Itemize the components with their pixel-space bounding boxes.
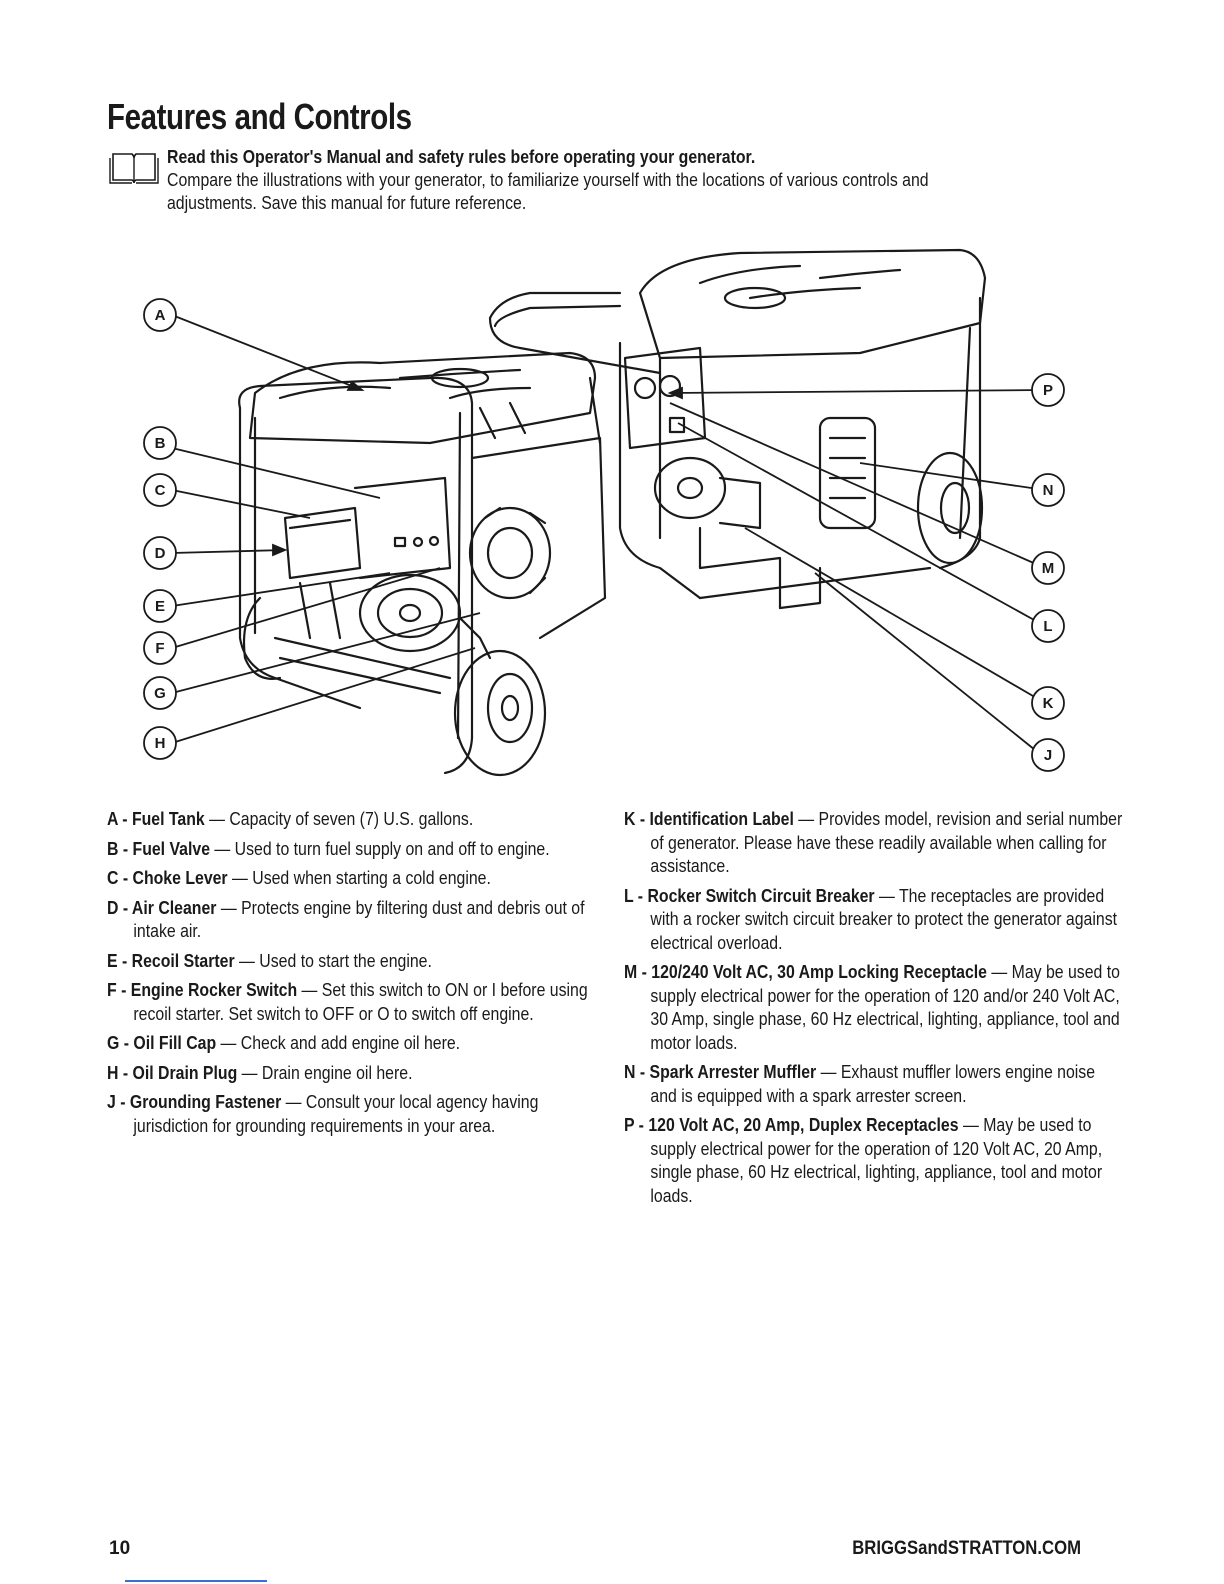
website-footer: BRIGGSandSTRATTON.COM — [852, 1538, 1081, 1559]
list-item: F - Engine Rocker Switch — Set this swit… — [107, 980, 588, 1024]
callout-l: L — [1043, 618, 1052, 635]
callout-h: H — [155, 735, 166, 752]
list-item: H - Oil Drain Plug — Drain engine oil he… — [107, 1062, 413, 1083]
callout-j: J — [1044, 747, 1052, 764]
list-item: G - Oil Fill Cap — Check and add engine … — [107, 1033, 461, 1053]
list-item: B - Fuel Valve — Used to turn fuel suppl… — [107, 838, 550, 859]
list-item: J - Grounding Fastener — Consult your lo… — [107, 1092, 539, 1136]
parts-list-right: K - Identification Label — Provides mode… — [624, 808, 1122, 1214]
list-item: A - Fuel Tank — Capacity of seven (7) U.… — [107, 809, 474, 829]
generator-illustration: A B C D E F G H P N M L K J — [143, 248, 1065, 777]
list-item: K - Identification Label — Provides mode… — [624, 809, 1123, 876]
callout-e: E — [155, 598, 165, 615]
list-item: P - 120 Volt AC, 20 Amp, Duplex Receptac… — [624, 1115, 1103, 1206]
callout-a: A — [155, 307, 166, 324]
parts-list-left: A - Fuel Tank — Capacity of seven (7) U.… — [107, 808, 588, 1144]
callout-f: F — [155, 640, 164, 657]
intro-warning: Read this Operator's Manual and safety r… — [167, 147, 756, 167]
callout-p: P — [1043, 382, 1053, 399]
callout-d: D — [155, 545, 166, 562]
callout-m: M — [1042, 560, 1055, 577]
callout-b: B — [155, 435, 166, 452]
manual-book-icon — [109, 153, 159, 184]
footer-rule — [125, 1580, 267, 1582]
list-item: E - Recoil Starter — Used to start the e… — [107, 950, 432, 971]
list-item: D - Air Cleaner — Protects engine by fil… — [107, 897, 585, 942]
callout-n: N — [1043, 482, 1054, 499]
callout-c: C — [155, 482, 166, 499]
list-item: N - Spark Arrester Muffler — Exhaust muf… — [624, 1062, 1096, 1106]
page-number: 10 — [109, 1538, 131, 1559]
intro-text: Read this Operator's Manual and safety r… — [167, 146, 1127, 215]
callout-k: K — [1043, 695, 1054, 712]
list-item: M - 120/240 Volt AC, 30 Amp Locking Rece… — [624, 962, 1120, 1053]
list-item: C - Choke Lever — Used when starting a c… — [107, 868, 491, 888]
intro-line-1: Compare the illustrations with your gene… — [167, 170, 929, 190]
list-item: L - Rocker Switch Circuit Breaker — The … — [624, 885, 1118, 953]
page-title: Features and Controls — [107, 96, 412, 137]
intro-line-2: adjustments. Save this manual for future… — [167, 193, 527, 213]
callout-g: G — [154, 685, 166, 702]
